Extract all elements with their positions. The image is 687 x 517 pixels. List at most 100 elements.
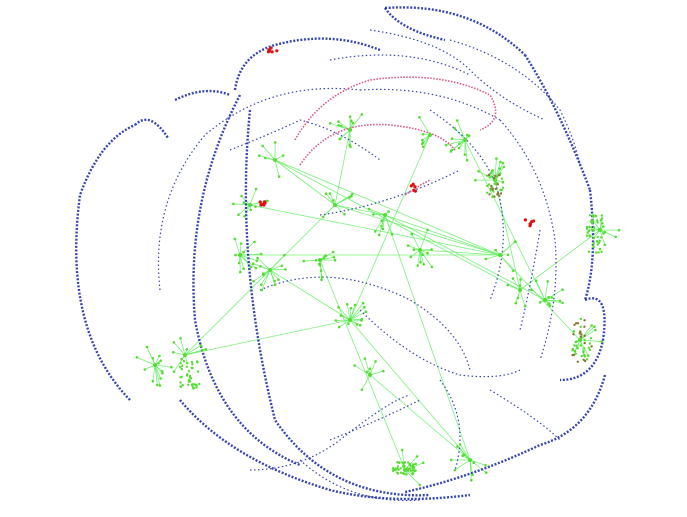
- green-node: [318, 264, 322, 267]
- green-node: [592, 228, 596, 232]
- pink-edge-arc: [404, 179, 431, 196]
- green-node: [204, 348, 208, 351]
- green-node: [498, 167, 502, 170]
- cluster-node: [587, 346, 591, 350]
- green-node: [259, 265, 262, 268]
- cluster-node: [576, 322, 580, 325]
- green-node: [590, 324, 593, 327]
- green-node: [172, 370, 176, 373]
- green-node: [418, 483, 422, 487]
- red-node: [523, 218, 528, 222]
- green-node: [458, 142, 461, 145]
- green-node: [380, 219, 384, 223]
- cluster-node: [494, 187, 497, 191]
- green-node: [368, 367, 372, 371]
- green-node: [430, 248, 433, 251]
- green-node: [332, 255, 336, 259]
- cluster-node: [191, 363, 194, 366]
- green-hub-node: [368, 373, 372, 377]
- red-node: [528, 224, 532, 228]
- cluster-node: [179, 362, 182, 365]
- green-hub-node: [403, 468, 407, 472]
- cluster-node: [583, 341, 586, 345]
- cluster-node: [574, 352, 577, 355]
- cluster-node: [499, 172, 502, 175]
- cluster-node: [488, 193, 491, 196]
- green-edge: [274, 159, 501, 256]
- cluster-node: [198, 382, 201, 386]
- cluster-node: [589, 337, 593, 340]
- green-edge: [451, 138, 466, 141]
- green-node: [157, 361, 160, 365]
- cluster-node: [600, 250, 603, 253]
- green-edge: [154, 364, 161, 379]
- cluster-node: [497, 173, 501, 177]
- green-edge: [469, 459, 472, 481]
- blue-edge-arc: [384, 7, 446, 42]
- green-node: [363, 305, 366, 309]
- cluster-node: [598, 239, 601, 242]
- green-node: [416, 264, 420, 267]
- green-edge: [274, 159, 336, 206]
- red-node: [262, 203, 266, 207]
- green-node: [405, 473, 408, 476]
- green-node: [331, 250, 335, 254]
- green-node: [363, 357, 367, 360]
- cluster-node: [487, 173, 491, 177]
- green-edge: [459, 444, 471, 461]
- green-node: [322, 256, 326, 260]
- cluster-node: [575, 340, 578, 343]
- blue-edge-arc: [404, 374, 607, 494]
- green-node: [470, 479, 473, 482]
- green-node: [377, 233, 381, 237]
- green-node: [328, 122, 332, 125]
- red-node: [413, 189, 417, 193]
- green-node: [502, 165, 506, 169]
- green-node: [232, 202, 235, 206]
- green-node: [361, 301, 365, 305]
- green-node: [242, 267, 245, 271]
- blue-edge-arc: [319, 169, 461, 216]
- cluster-node: [588, 235, 592, 238]
- cluster-node: [412, 467, 415, 470]
- green-edge: [239, 253, 262, 256]
- green-edge: [269, 269, 279, 280]
- cluster-node: [590, 219, 593, 223]
- green-node: [576, 346, 579, 350]
- cluster-node: [402, 472, 406, 475]
- green-hub-node: [318, 258, 322, 262]
- green-node: [538, 301, 542, 304]
- green-edge: [499, 241, 516, 256]
- cluster-node: [187, 370, 191, 373]
- green-node: [501, 161, 505, 165]
- green-node: [280, 264, 284, 268]
- green-node: [350, 195, 353, 198]
- green-node: [367, 207, 371, 211]
- green-node: [360, 113, 364, 116]
- green-node: [302, 259, 306, 263]
- green-edge: [274, 159, 280, 177]
- red-node: [413, 185, 417, 189]
- blue-edge-arc: [559, 297, 606, 382]
- green-edge: [338, 121, 351, 131]
- green-edge: [419, 249, 501, 256]
- cluster-node: [585, 358, 589, 361]
- green-node: [360, 317, 364, 321]
- cluster-node: [489, 189, 493, 192]
- blue-edge-arc: [259, 276, 471, 371]
- green-edge: [319, 259, 406, 471]
- green-node: [314, 259, 318, 262]
- green-node: [381, 227, 385, 231]
- green-node: [234, 253, 237, 257]
- cluster-node: [598, 247, 602, 251]
- cluster-node: [597, 228, 601, 231]
- green-node: [201, 348, 204, 352]
- cluster-node: [594, 214, 597, 217]
- green-edge: [384, 214, 501, 256]
- green-edge: [339, 319, 351, 328]
- green-node: [380, 224, 383, 228]
- cluster-node: [491, 187, 494, 190]
- red-node: [258, 200, 262, 204]
- cluster-node: [585, 227, 589, 230]
- green-edge: [173, 342, 186, 356]
